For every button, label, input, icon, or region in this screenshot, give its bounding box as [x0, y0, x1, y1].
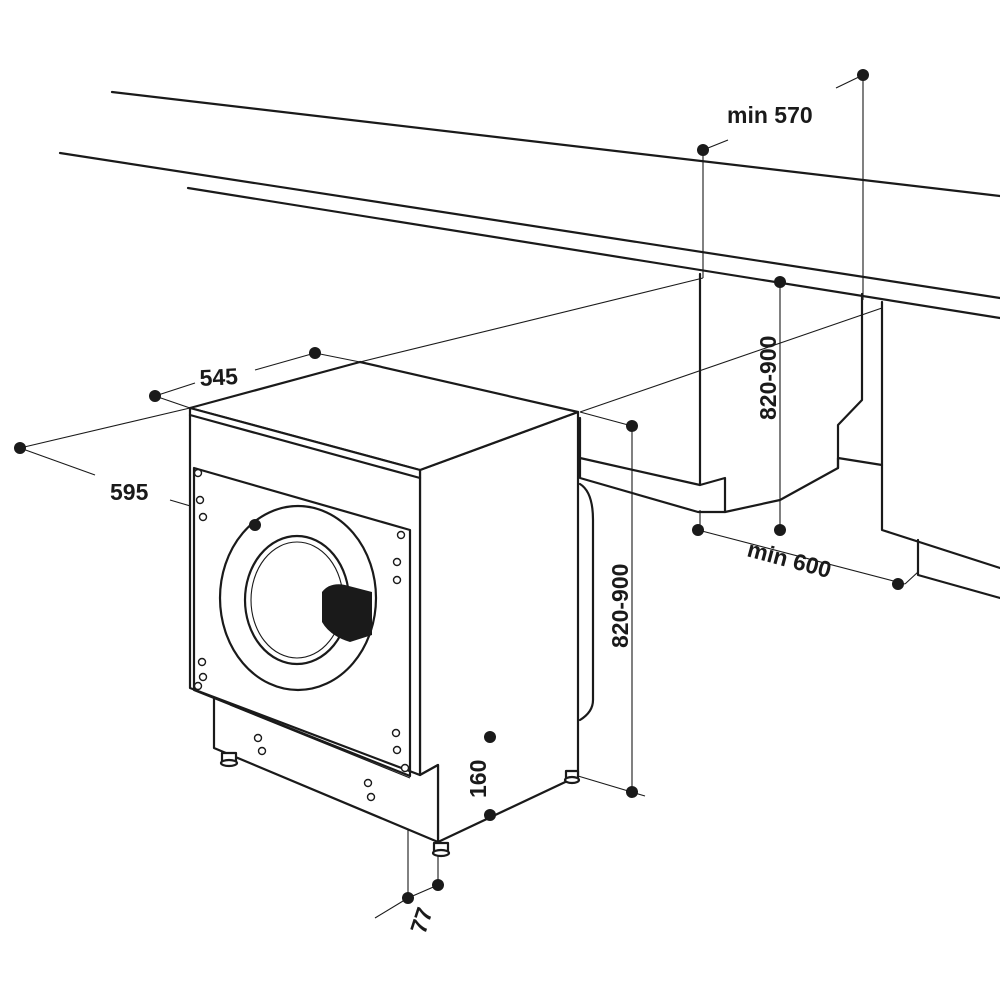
machine-right-side: [418, 410, 580, 844]
label-appliance-height: 820-900: [607, 564, 633, 648]
machine-feet: [219, 751, 581, 858]
label-plinth-height: 160: [465, 760, 491, 798]
label-depth: 545: [199, 363, 239, 391]
label-width: 595: [110, 479, 149, 505]
dimension-dots: [14, 69, 904, 904]
door-handle: [322, 584, 372, 642]
rear-hose: [578, 482, 595, 722]
door-panel: [192, 466, 412, 778]
washing-machine: [188, 360, 595, 858]
worktop: [58, 90, 1000, 320]
screw-holes: [193, 468, 410, 802]
label-niche-width: min 600: [745, 536, 834, 583]
label-niche-height: 820-900: [755, 336, 781, 420]
label-top-clearance: min 570: [727, 102, 813, 128]
label-foot-setback: 77: [405, 904, 438, 936]
side-cabinet: [880, 300, 1000, 600]
cabinet-niche: [578, 272, 884, 514]
